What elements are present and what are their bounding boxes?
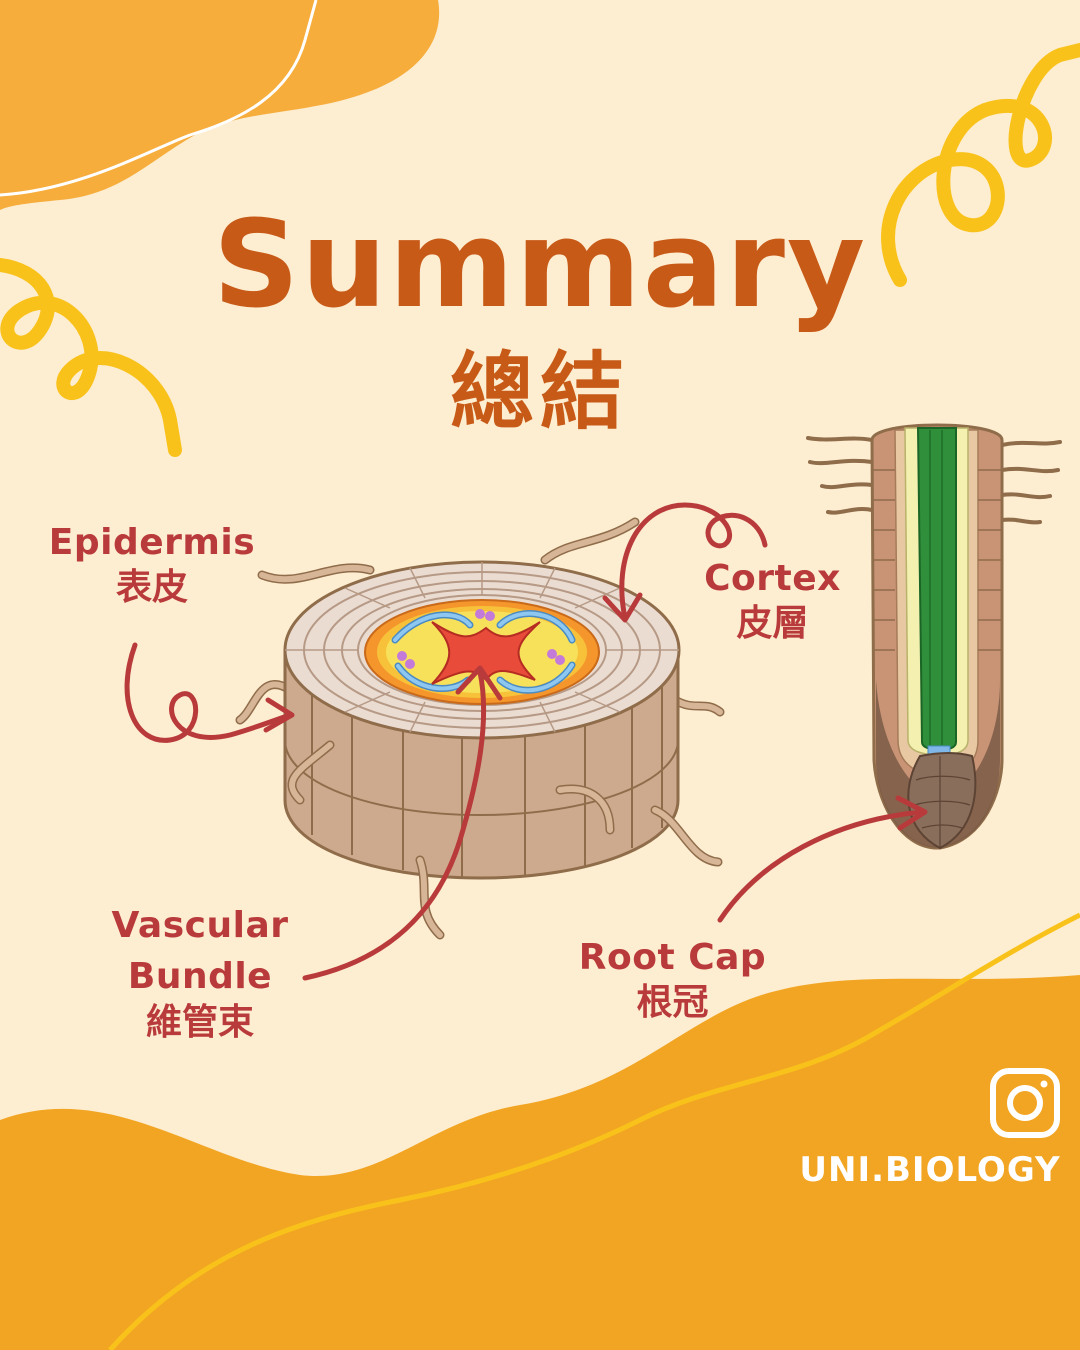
instagram-icon	[990, 1068, 1060, 1138]
epidermis-label-zh: 表皮	[115, 567, 188, 609]
page-subtitle: 總結	[449, 343, 630, 441]
cortex-arrow	[619, 502, 768, 621]
brand-handle: UNI.BIOLOGY	[799, 1150, 1061, 1190]
vascular-bundle-label-line2: Bundle	[127, 956, 273, 998]
left-squiggle	[0, 258, 182, 457]
epidermis-label: Epidermis 表皮	[38, 522, 266, 609]
vascular-arrow	[302, 669, 487, 981]
page-title: Summary	[212, 196, 868, 335]
vascular-bundle-label: Vascular Bundle 維管束	[95, 905, 305, 1043]
cortex-label-en: Cortex	[704, 558, 841, 599]
epidermis-label-en: Epidermis	[48, 522, 256, 563]
epidermis-arrow	[124, 642, 293, 743]
vascular-bundle-label-zh: 維管束	[145, 1001, 254, 1043]
root-cross-section	[235, 517, 725, 940]
xylem-star	[431, 621, 541, 685]
root-cap-label-en: Root Cap	[578, 937, 767, 978]
top-left-blob	[0, 0, 440, 210]
root-tip	[806, 423, 1062, 850]
top-left-white-curve	[0, 0, 318, 197]
cortex-label-zh: 皮層	[736, 603, 809, 645]
cortex-label: Cortex 皮層	[690, 558, 855, 645]
root-cap-label-zh: 根冠	[636, 982, 709, 1024]
root-cap-label: Root Cap 根冠	[560, 937, 785, 1024]
bottom-yellow-curve	[108, 912, 1080, 1350]
root-cap-arrow	[717, 809, 925, 923]
vascular-bundle-label-line1: Vascular	[111, 905, 289, 946]
top-right-squiggle	[881, 43, 1080, 287]
